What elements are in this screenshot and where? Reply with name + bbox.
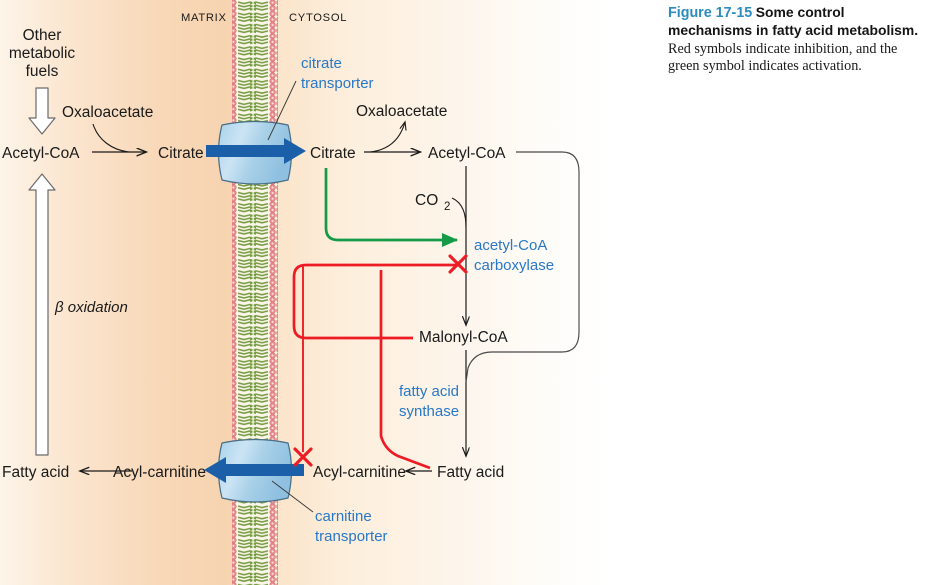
cytosol-acetyl-coa-label: Acetyl-CoA	[428, 145, 506, 162]
matrix-label: MATRIX	[181, 12, 227, 24]
figure-description: Red symbols indicate inhibition, and the…	[668, 40, 898, 75]
matrix-acyl-carnitine-label: Acyl-carnitine	[113, 464, 206, 481]
matrix-fatty-acid-label: Fatty acid	[2, 464, 69, 481]
curve-oxaloacetate-into-citrate	[92, 123, 130, 153]
hollow-arrow-fuels-to-acetylcoa	[28, 87, 56, 135]
inhibition-x-carnitine-transporter	[293, 447, 313, 467]
citrate-transporter-leader	[267, 80, 297, 141]
co2-subscript: 2	[444, 201, 450, 213]
other-fuels-line2: metabolic	[9, 45, 76, 62]
malonyl-coa-label: Malonyl-CoA	[419, 329, 508, 346]
inhibition-path-malonylcoa-to-acc	[292, 263, 458, 340]
inhibition-x-acc	[448, 254, 468, 274]
fatty-acid-synthase-line1: fatty acid	[399, 383, 459, 400]
figure-number: Figure 17-15	[668, 5, 753, 21]
curve-oxaloacetate-out	[369, 122, 405, 153]
figure-caption: Figure 17-15 Some control mechanisms in …	[668, 4, 930, 76]
citrate-transport-arrow	[206, 138, 306, 164]
citrate-transporter-label-line2: transporter	[301, 75, 374, 92]
cytosol-acyl-carnitine-label: Acyl-carnitine	[313, 464, 406, 481]
carnitine-transport-arrow	[204, 457, 304, 483]
citrate-transporter-label-line1: citrate	[301, 55, 342, 72]
carnitine-transporter-leader	[271, 480, 314, 513]
co2-label: CO	[415, 192, 438, 209]
matrix-citrate-label: Citrate	[158, 145, 204, 162]
matrix-oxaloacetate-label: Oxaloacetate	[62, 104, 153, 121]
other-fuels-line1: Other	[23, 27, 62, 44]
hollow-arrow-beta-oxidation	[28, 173, 56, 456]
figure-title: Some control mechanisms in fatty acid me…	[668, 4, 919, 39]
curve-co2-into-reaction	[451, 197, 467, 229]
fatty-acid-synthase-line2: synthase	[399, 403, 459, 420]
matrix-acetyl-coa-label: Acetyl-CoA	[2, 145, 80, 162]
acetyl-coa-carboxylase-line1: acetyl-CoA	[474, 237, 547, 254]
activation-arrow-citrate-to-acc	[324, 168, 459, 248]
cytosol-label: CYTOSOL	[289, 12, 347, 24]
other-fuels-line3: fuels	[26, 63, 59, 80]
cytosol-oxaloacetate-label: Oxaloacetate	[356, 103, 447, 120]
beta-oxidation-label: β oxidation	[54, 299, 128, 316]
carnitine-transporter-label-line2: transporter	[315, 528, 388, 545]
cytosol-citrate-label: Citrate	[310, 145, 356, 162]
carnitine-transporter-label-line1: carnitine	[315, 508, 372, 525]
inhibition-path-fattyacid-to-carnitine	[379, 270, 431, 470]
feedback-bracket	[465, 151, 580, 383]
cytosol-fatty-acid-label: Fatty acid	[437, 464, 504, 481]
diagram-background	[0, 0, 660, 585]
acetyl-coa-carboxylase-line2: carboxylase	[474, 257, 554, 274]
